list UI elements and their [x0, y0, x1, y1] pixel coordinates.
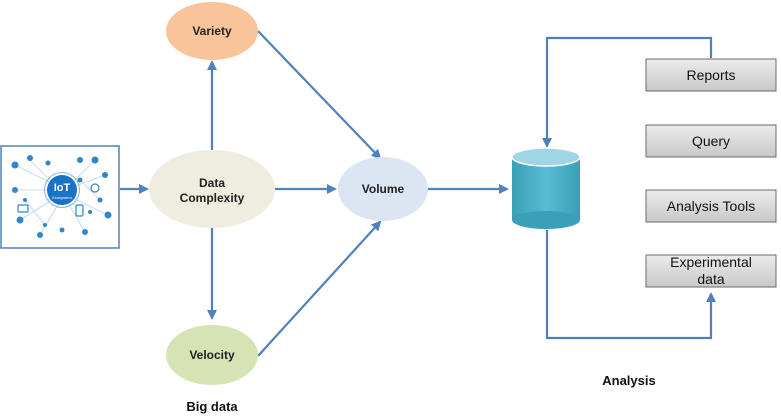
variety-node: Variety [166, 2, 258, 60]
query-label: Query [692, 133, 730, 149]
analysis-tools-box: Analysis Tools [645, 189, 777, 223]
iot-ecosystem-image: IoT Ecosystem [0, 145, 120, 249]
arrow-database-to-experimental [545, 230, 716, 340]
iot-title: IoT [54, 182, 71, 194]
analysis-caption: Analysis [602, 373, 655, 388]
data-complexity-node: Data Complexity [149, 150, 275, 228]
experimental-data-label-line1: Experimental [670, 254, 752, 270]
arrow-velocity-to-volume [257, 220, 382, 357]
volume-label: Volume [362, 182, 405, 196]
data-complexity-label-line1: Data [199, 176, 225, 190]
arrow-variety-to-volume [257, 30, 382, 160]
database-icon [511, 147, 581, 229]
reports-label: Reports [686, 67, 735, 83]
query-box: Query [645, 124, 777, 158]
arrow-reports-to-database [542, 36, 713, 148]
iot-hub-icon [47, 175, 77, 205]
reports-box: Reports [645, 58, 777, 92]
analysis-tools-label: Analysis Tools [667, 198, 755, 214]
arrows [120, 30, 716, 357]
experimental-data-box: Experimental data [645, 254, 777, 288]
data-complexity-label-line2: Complexity [180, 191, 245, 205]
velocity-label: Velocity [189, 348, 235, 362]
big-data-caption: Big data [186, 399, 238, 414]
variety-label: Variety [192, 24, 232, 38]
velocity-node: Velocity [166, 325, 258, 385]
experimental-data-label-line2: data [697, 271, 724, 287]
iot-subtitle: Ecosystem [52, 195, 72, 200]
volume-node: Volume [338, 157, 428, 221]
